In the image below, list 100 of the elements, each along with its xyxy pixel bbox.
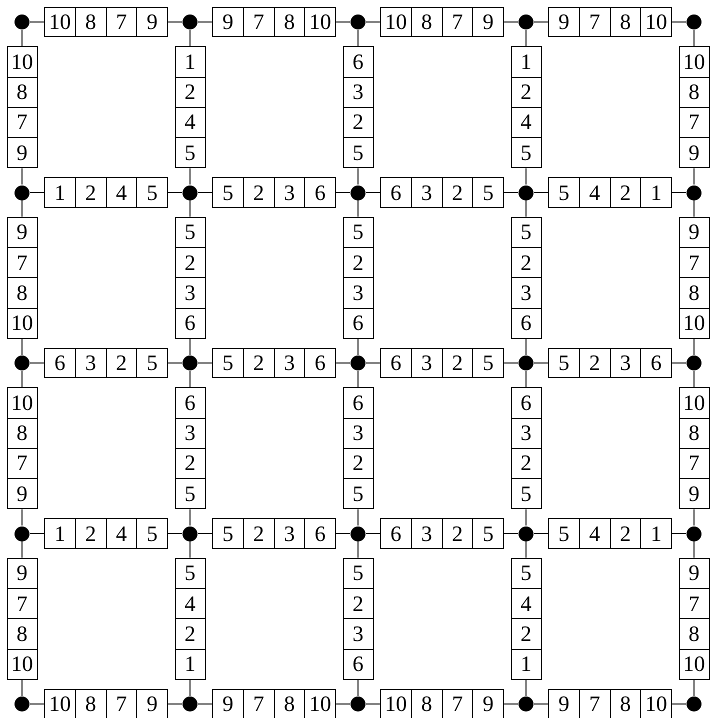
number-cell: 4 [106, 519, 136, 548]
number-strip [44, 6, 168, 38]
number-cell: 2 [176, 618, 204, 648]
number-strip [342, 216, 374, 339]
number-cell: 5 [472, 178, 503, 207]
number-strip [6, 387, 38, 510]
number-cell: 3 [74, 348, 106, 378]
number-strip [548, 348, 672, 378]
number-cell-text: 10 [384, 8, 408, 36]
connector-line [504, 533, 518, 534]
number-cell: 5 [344, 137, 372, 168]
number-strip [6, 46, 38, 168]
number-strip [174, 387, 206, 510]
number-strip [510, 46, 542, 168]
number-cell-text: 5 [221, 178, 234, 206]
number-strip [380, 688, 504, 718]
number-cell: 7 [106, 8, 136, 36]
number-strip [342, 387, 374, 510]
number-cell-text: 1 [520, 48, 532, 76]
number-cell: 6 [304, 348, 335, 378]
connector-line [30, 192, 44, 193]
number-strip [510, 216, 542, 339]
number-cell: 5 [472, 519, 503, 548]
number-cell: 6 [304, 519, 335, 548]
number-strip [174, 558, 206, 680]
number-cell: 9 [472, 8, 503, 36]
number-cell: 4 [176, 588, 204, 618]
number-strip [212, 518, 336, 549]
connector-line [30, 362, 44, 364]
number-strip [174, 216, 206, 339]
number-strip [678, 558, 710, 680]
number-cell: 2 [442, 519, 472, 548]
number-cell: 3 [344, 76, 372, 107]
number-cell-text: 1 [53, 520, 66, 548]
number-cell: 7 [442, 690, 472, 718]
connector-line [198, 192, 212, 193]
number-cell: 9 [680, 478, 708, 508]
number-cell: 8 [410, 690, 442, 718]
number-cell: 4 [578, 519, 610, 548]
number-cell: 8 [274, 8, 304, 36]
number-strip [678, 216, 710, 339]
number-strip [6, 216, 38, 339]
number-cell: 2 [512, 448, 540, 478]
number-cell-text: 5 [520, 218, 532, 246]
number-cell: 5 [472, 348, 503, 378]
number-cell: 3 [410, 519, 442, 548]
number-strip [548, 518, 672, 549]
number-cell: 3 [176, 418, 204, 448]
number-cell-text: 5 [352, 559, 364, 588]
number-strip [212, 348, 336, 378]
number-cell: 2 [344, 588, 372, 618]
number-cell: 10 [304, 690, 335, 718]
number-strip [548, 177, 672, 208]
number-cell: 4 [176, 106, 204, 137]
number-cell: 10 [8, 648, 36, 679]
number-cell: 10 [640, 8, 671, 36]
number-cell: 2 [578, 348, 610, 378]
number-cell: 2 [344, 247, 372, 278]
number-strip [44, 348, 168, 378]
number-cell: 3 [274, 178, 304, 207]
connector-line [534, 533, 548, 534]
number-cell-text: 6 [520, 388, 532, 417]
number-cell: 7 [8, 106, 36, 137]
number-cell-text: 9 [688, 559, 700, 588]
number-cell: 8 [274, 690, 304, 718]
number-cell: 4 [512, 106, 540, 137]
number-strip [342, 46, 374, 168]
number-cell: 8 [680, 418, 708, 448]
connector-line [366, 192, 380, 193]
connector-line [672, 362, 686, 364]
number-cell-text: 6 [389, 178, 402, 206]
number-cell-text: 6 [389, 520, 402, 548]
number-cell-text: 6 [352, 388, 364, 417]
number-cell: 3 [410, 178, 442, 207]
number-cell: 7 [680, 247, 708, 278]
number-cell: 3 [274, 348, 304, 378]
number-cell: 9 [472, 690, 503, 718]
number-cell: 4 [578, 178, 610, 207]
number-strip [548, 6, 672, 38]
number-cell: 2 [242, 519, 274, 548]
number-cell: 7 [578, 8, 610, 36]
number-cell: 10 [304, 8, 335, 36]
connector-line [198, 362, 212, 364]
number-cell: 7 [680, 588, 708, 618]
number-cell: 7 [242, 8, 274, 36]
number-cell: 7 [442, 8, 472, 36]
number-strip [44, 177, 168, 208]
number-cell: 1 [176, 648, 204, 679]
number-cell-text: 6 [389, 349, 402, 377]
number-cell-text: 9 [16, 559, 28, 588]
connector-line [504, 192, 518, 193]
number-cell: 3 [344, 277, 372, 308]
number-cell-text: 10 [48, 690, 72, 718]
connector-line [198, 533, 212, 534]
number-cell: 7 [8, 588, 36, 618]
number-cell-text: 6 [53, 349, 66, 377]
number-cell: 2 [512, 247, 540, 278]
number-cell: 7 [680, 448, 708, 478]
number-cell: 8 [8, 76, 36, 107]
number-cell: 3 [512, 418, 540, 448]
